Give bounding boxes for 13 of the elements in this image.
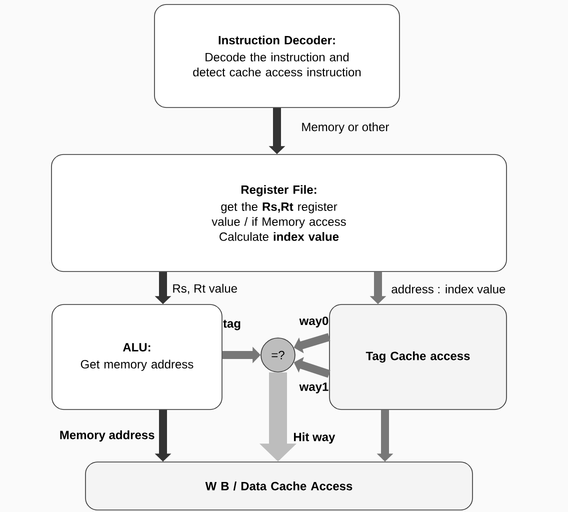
edge-label: way1 — [299, 382, 328, 394]
alu-box: ALU: Get memory address — [52, 304, 222, 410]
tag-cache-box: Tag Cache access — [329, 304, 507, 410]
data-cache-box: W B / Data Cache Access — [85, 462, 473, 510]
decoder-box: Instruction Decoder: Decode the instruction and detect cache access instruction — [154, 4, 400, 108]
edge-label: Memory or other — [302, 122, 389, 134]
edge-label: Rs, Rt value — [173, 284, 237, 294]
edge-label: Hit way — [294, 432, 336, 444]
register-file-box: Register File: get the Rs,Rt register value / if Memory access Calculate index value — [51, 154, 507, 272]
edge-label: address : index value — [392, 284, 506, 294]
edge-label: tag — [223, 320, 240, 330]
edge-label: way0 — [299, 316, 328, 328]
edge-label: Memory address — [60, 430, 154, 442]
